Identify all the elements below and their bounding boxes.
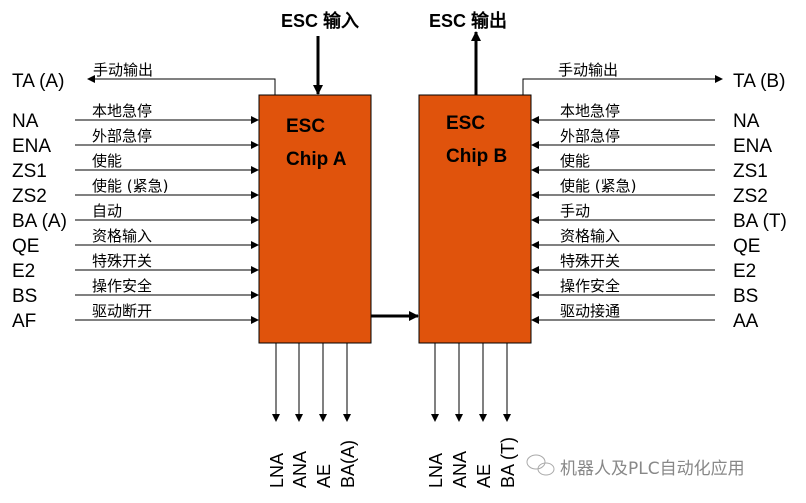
left-input-rows: NA 本地急停 ENA 外部急停 ZS1 使能 ZS2 使能 (紧急) BA (A) 自动 QE 资格… xyxy=(12,102,259,332)
left-input-label: 资格输入 xyxy=(92,227,152,245)
right-input-label: 使能 (紧急) xyxy=(560,177,636,195)
right-input-signal: NA xyxy=(733,111,760,132)
left-input-row: AF 驱动断开 xyxy=(12,302,259,332)
right-input-label: 特殊开关 xyxy=(560,252,620,270)
left-input-row: BA (A) 自动 xyxy=(12,202,259,232)
right-input-signal: AA xyxy=(733,311,759,332)
chip-a-bottom-output: BA(A) xyxy=(338,343,358,488)
right-input-label: 资格输入 xyxy=(560,227,620,245)
chip-a-bottom-output: LNA xyxy=(267,343,287,488)
right-input-signal: E2 xyxy=(733,261,756,282)
bottom-output-label: LNA xyxy=(426,453,446,488)
chip-b-bottom-output: LNA xyxy=(426,343,446,488)
chip-a-line1: ESC xyxy=(286,116,325,137)
chip-b-box xyxy=(418,94,532,344)
esc-output-title: ESC 输出 xyxy=(429,10,507,31)
left-input-signal: ZS1 xyxy=(12,161,47,182)
left-input-signal: ENA xyxy=(12,136,51,157)
right-input-label: 驱动接通 xyxy=(560,302,620,320)
bottom-output-label: AE xyxy=(314,464,334,488)
right-input-row: BA (T) 手动 xyxy=(531,202,787,232)
right-input-label: 操作安全 xyxy=(560,277,620,295)
left-input-label: 使能 (紧急) xyxy=(92,177,168,195)
left-input-label: 自动 xyxy=(92,202,122,220)
left-input-label: 外部急停 xyxy=(92,127,152,145)
right-input-label: 外部急停 xyxy=(560,127,620,145)
right-input-row: AA 驱动接通 xyxy=(531,302,759,332)
right-input-row: BS 操作安全 xyxy=(531,277,758,307)
left-input-row: ZS1 使能 xyxy=(12,152,259,182)
left-input-label: 特殊开关 xyxy=(92,252,152,270)
left-input-label: 驱动断开 xyxy=(92,302,152,320)
left-input-signal: BA (A) xyxy=(12,211,67,232)
bottom-output-label: LNA xyxy=(267,453,287,488)
left-input-signal: AF xyxy=(12,311,36,332)
watermark-text: 机器人及PLC自动化应用 xyxy=(560,459,745,479)
left-input-row: ENA 外部急停 xyxy=(12,127,259,157)
left-input-label: 使能 xyxy=(92,152,122,170)
chip-a-bottom-output: AE xyxy=(314,343,334,488)
chip-a-box xyxy=(258,94,372,344)
right-input-signal: QE xyxy=(733,236,760,257)
left-input-signal: ZS2 xyxy=(12,186,47,207)
left-input-signal: QE xyxy=(12,236,39,257)
right-input-signal: BS xyxy=(733,286,758,307)
right-input-signal: ENA xyxy=(733,136,772,157)
right-input-label: 使能 xyxy=(560,152,590,170)
chip-b-line2: Chip B xyxy=(446,146,507,167)
left-input-row: ZS2 使能 (紧急) xyxy=(12,177,259,207)
left-input-row: NA 本地急停 xyxy=(12,102,259,132)
chip-b-bottom-output: BA (T) xyxy=(498,343,518,488)
left-input-signal: BS xyxy=(12,286,37,307)
watermark: 机器人及PLC自动化应用 xyxy=(526,454,745,479)
bottom-output-label: BA (T) xyxy=(498,437,518,488)
right-input-row: QE 资格输入 xyxy=(531,227,760,257)
right-input-label: 手动 xyxy=(560,202,590,220)
esc-input-title: ESC 输入 xyxy=(281,10,359,31)
right-input-signal: BA (T) xyxy=(733,211,787,232)
right-input-row: ZS2 使能 (紧急) xyxy=(531,177,768,207)
left-input-signal: NA xyxy=(12,111,39,132)
chip-a-bottom-output: ANA xyxy=(290,343,310,488)
right-input-label: 本地急停 xyxy=(560,102,620,120)
right-input-signal: ZS2 xyxy=(733,186,768,207)
chip-b-bottom-output: AE xyxy=(474,343,494,488)
right-input-row: E2 特殊开关 xyxy=(531,252,756,282)
chip-b-bottom-output: ANA xyxy=(450,343,470,488)
left-input-row: E2 特殊开关 xyxy=(12,252,259,282)
bottom-output-label: AE xyxy=(474,464,494,488)
right-input-row: NA 本地急停 xyxy=(531,102,760,132)
left-input-signal: E2 xyxy=(12,261,35,282)
right-output-signal: TA (B) xyxy=(733,71,785,92)
bottom-output-label: ANA xyxy=(450,451,470,488)
chip-a-line2: Chip A xyxy=(286,149,347,170)
bottom-output-label: ANA xyxy=(290,451,310,488)
left-input-row: QE 资格输入 xyxy=(12,227,259,257)
left-input-row: BS 操作安全 xyxy=(12,277,259,307)
left-input-label: 操作安全 xyxy=(92,277,152,295)
right-input-row: ZS1 使能 xyxy=(531,152,768,182)
chip-b-line1: ESC xyxy=(446,113,485,134)
right-output-line xyxy=(522,75,723,95)
right-input-signal: ZS1 xyxy=(733,161,768,182)
left-output-label: 手动输出 xyxy=(93,61,153,79)
bottom-output-label: BA(A) xyxy=(338,440,358,488)
right-input-row: ENA 外部急停 xyxy=(531,127,772,157)
right-output-label: 手动输出 xyxy=(558,61,618,79)
wechat-icon xyxy=(526,454,555,476)
left-output-line xyxy=(87,75,276,95)
right-input-rows: NA 本地急停 ENA 外部急停 ZS1 使能 ZS2 使能 (紧急) BA (T) 手动 QE 资格… xyxy=(531,102,787,332)
left-output-signal: TA (A) xyxy=(12,71,64,92)
left-input-label: 本地急停 xyxy=(92,102,152,120)
